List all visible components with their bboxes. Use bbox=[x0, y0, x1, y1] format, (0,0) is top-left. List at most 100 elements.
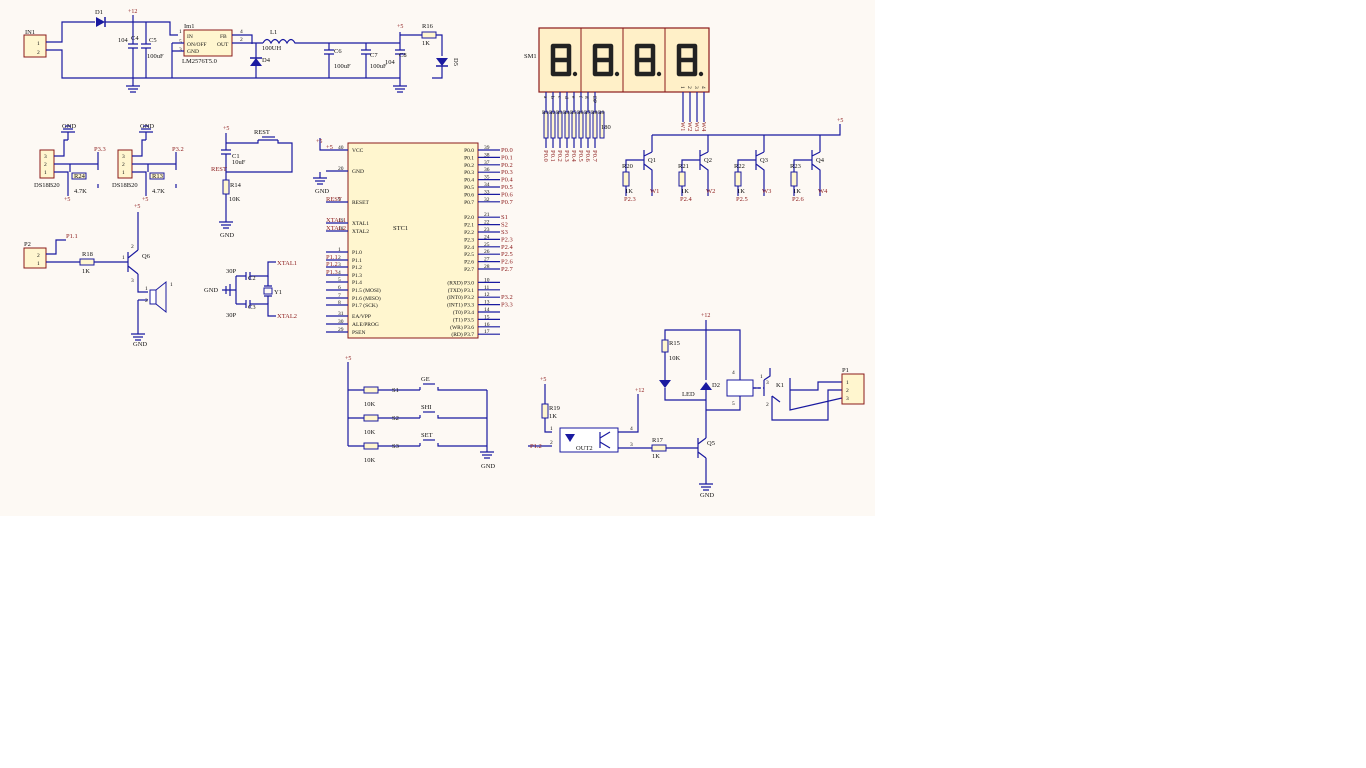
mcu-left-pin-num: 20 bbox=[338, 166, 344, 172]
mcu-right-pin-name: P2.3 bbox=[464, 237, 474, 243]
mcu-right-pin-num: 21 bbox=[484, 212, 490, 218]
spk-pin-2: 2 bbox=[145, 298, 148, 304]
seg-resistor-label: R6 bbox=[577, 110, 584, 116]
seg-pin-label: DP bbox=[591, 96, 597, 103]
relay-pin-4: 4 bbox=[732, 370, 735, 376]
c5-label: C5 bbox=[149, 37, 157, 44]
opto-vcc12-label: +12 bbox=[635, 388, 644, 394]
c4-value: 104 bbox=[118, 37, 129, 44]
driver-net-label: P2.6 bbox=[792, 196, 804, 203]
q6-label: Q6 bbox=[142, 253, 151, 260]
seg-resistor-label: R4 bbox=[563, 110, 570, 116]
button-wire bbox=[348, 415, 487, 419]
seg-resistor-label: R2 bbox=[549, 110, 556, 116]
mcu-right-pin-name: P2.4 bbox=[464, 245, 474, 251]
mcu-left-pin-name: P1.2 bbox=[352, 265, 362, 271]
l1-value: 100UH bbox=[262, 45, 281, 52]
mcu-right-pin-num: 33 bbox=[484, 189, 490, 195]
mcu-right-pin-num: 32 bbox=[484, 197, 490, 203]
sensor-section: 321GNDR244.7KP3.3DS18B20+5321GNDR134.7KP… bbox=[34, 123, 184, 203]
reg-num-3: 3 bbox=[179, 47, 182, 53]
mcu-left-pin-num: 30 bbox=[338, 319, 344, 325]
sensor-gnd-label: GND bbox=[140, 123, 154, 130]
button-name-label: GE bbox=[421, 376, 430, 383]
p1-pin-3: 3 bbox=[846, 396, 849, 402]
crystal-gnd-label: GND bbox=[204, 287, 218, 294]
vcc5-supply-label: +5 bbox=[397, 24, 403, 30]
com-pin-label: 4 bbox=[700, 86, 706, 89]
relay-coil bbox=[726, 379, 754, 397]
reg-pin-in: IN bbox=[187, 34, 193, 40]
spk-pin-1b: 1 bbox=[170, 282, 173, 288]
buzzer-vcc5-label: +5 bbox=[134, 204, 140, 210]
mcu-left-pin-net: P1.3 bbox=[326, 269, 338, 276]
mcu-right-pin-num: 38 bbox=[484, 152, 490, 158]
stc1-label: STC1 bbox=[393, 225, 408, 232]
p1-connector bbox=[841, 373, 865, 405]
sensor-vcc5-label: +5 bbox=[64, 197, 70, 203]
seg-resistor-label: R8 bbox=[591, 110, 598, 116]
sensor-resistor bbox=[149, 172, 165, 180]
seg-pin-label: d bbox=[563, 96, 569, 99]
reg-pin-gnd: GND bbox=[187, 49, 199, 55]
sensor-r-value: 4.7K bbox=[152, 188, 165, 195]
c1-label: C1 bbox=[232, 153, 240, 160]
mcu-right-pin-name: (T0) P3.4 bbox=[453, 309, 474, 316]
mcu-left-pin-name: XTAL1 bbox=[352, 221, 369, 227]
mcu-left-pin-net: +5 bbox=[326, 144, 333, 151]
mcu-right-pin-num: 35 bbox=[484, 175, 490, 181]
c8-label: C8 bbox=[399, 52, 407, 59]
mcu-right-pin-net: P0.5 bbox=[501, 184, 513, 191]
button-resistor bbox=[363, 386, 379, 394]
mcu-right-pin-num: 11 bbox=[484, 285, 490, 291]
mcu-left-pin-name: P1.3 bbox=[352, 273, 362, 279]
sensor-gnd-symbol bbox=[139, 125, 153, 140]
d1-label: D1 bbox=[95, 9, 103, 16]
mcu-right-pin-name: P0.2 bbox=[464, 163, 474, 169]
power-supply-section: IN1 1 2 D1 +12 104 C4 C5 100uF Im1 IN ON… bbox=[23, 9, 459, 93]
opto-pin-1: 1 bbox=[550, 426, 553, 432]
mcu-left-pin-name: ALE/PROG bbox=[352, 322, 379, 328]
p1-pin-2: 2 bbox=[846, 388, 849, 394]
driver-q-label: Q3 bbox=[760, 157, 768, 164]
r17-value: 1K bbox=[652, 453, 660, 460]
relay-section: +5 R19 1K P1.2 OUT2 1 2 3 4 +12 R17 1K Q… bbox=[528, 313, 865, 499]
sensor-pin: 3 bbox=[122, 154, 125, 160]
p2-pin-2: 2 bbox=[37, 253, 40, 259]
opto-led bbox=[565, 434, 575, 442]
reg-num-4: 4 bbox=[240, 29, 243, 35]
relay-pin-1: 1 bbox=[760, 374, 763, 380]
buzzer-gnd-label: GND bbox=[133, 341, 147, 348]
q6-pin-3: 3 bbox=[131, 278, 134, 284]
driver-r-label: R21 bbox=[678, 163, 689, 170]
seg-pin-label: g bbox=[584, 96, 590, 99]
driver-r-value: 1K bbox=[625, 188, 633, 195]
mcu-left-pin-name: P1.4 bbox=[352, 280, 362, 286]
mcu-right-pin-net: S2 bbox=[501, 222, 508, 229]
com-net-label: W1 bbox=[679, 122, 686, 131]
button-name-label: SET bbox=[421, 432, 433, 439]
speaker-cone bbox=[155, 280, 167, 314]
mcu-right-pin-num: 36 bbox=[484, 167, 490, 173]
c4-label: C4 bbox=[131, 35, 139, 42]
k1-label: K1 bbox=[776, 382, 784, 389]
driver-out-label: W3 bbox=[762, 188, 771, 195]
r18-resistor bbox=[79, 258, 95, 266]
mcu-right-pin-num: 25 bbox=[484, 242, 490, 248]
mcu-right-pin-name: (TXD) P3.1 bbox=[448, 287, 475, 294]
mcu-right-pin-num: 12 bbox=[484, 292, 490, 298]
mcu-left-pins: VCC40+5GND20RESET9RESTXTAL119XTAL1XTAL21… bbox=[326, 144, 381, 336]
opto-coupler bbox=[559, 427, 619, 453]
sensor-pin: 1 bbox=[122, 170, 125, 176]
seg-resistor-label: R9 bbox=[598, 110, 605, 116]
mcu-right-pin-net: S3 bbox=[501, 229, 508, 236]
reset-section: +5 REST C1 10uF REST R14 10K GND bbox=[211, 126, 293, 239]
xtal2-net-label: XTAL2 bbox=[277, 313, 297, 320]
com-net-label: W2 bbox=[686, 122, 693, 131]
vcc12-supply-label: +12 bbox=[128, 9, 137, 15]
